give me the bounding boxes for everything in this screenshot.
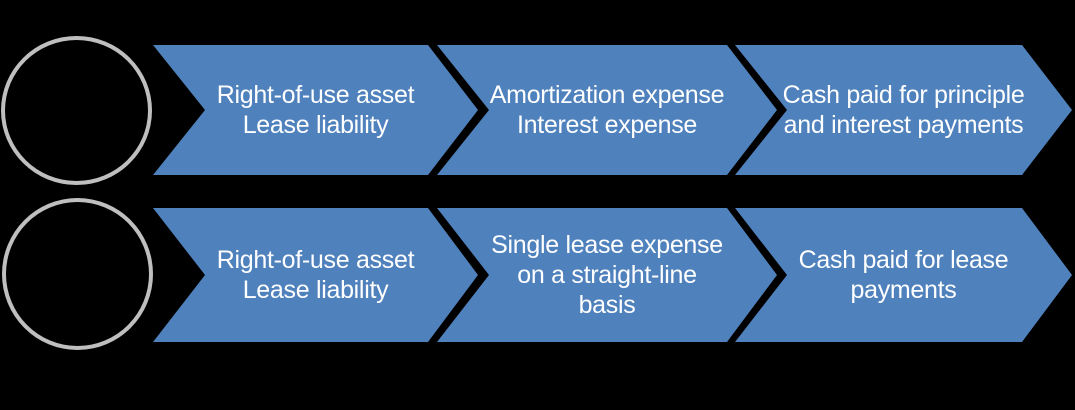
row-2-circle [2, 198, 153, 350]
step-text-line: Lease liability [242, 276, 389, 304]
step-text-line: Lease liability [242, 111, 389, 139]
chevron-row2-step1: Right-of-use asset Lease liability [153, 208, 478, 342]
step-text-line: Right-of-use asset [216, 246, 415, 274]
step-text-line: Amortization expense [489, 81, 725, 109]
step-text-line: basis [578, 291, 636, 319]
chevron-row1-step3: Cash paid for principle and interest pay… [735, 45, 1072, 175]
chevron-row2-step3: Cash paid for lease payments [735, 208, 1072, 342]
step-text-line: and interest payments [783, 111, 1024, 139]
step-text-line: Interest expense [516, 111, 698, 139]
chevron-row1-step2: Amortization expense Interest expense [437, 45, 777, 175]
step-text-line: Single lease expense [491, 231, 723, 259]
row-1-circle [1, 36, 152, 185]
step-text-line: payments [850, 276, 957, 304]
step-text-line: Right-of-use asset [216, 81, 415, 109]
step-text-line: on a straight-line [517, 261, 697, 289]
chevron-row1-step1: Right-of-use asset Lease liability [153, 45, 478, 175]
chevron-row2-step2: Single lease expense on a straight-line … [437, 208, 777, 342]
step-text-line: Cash paid for lease [798, 246, 1009, 274]
step-text-line: Cash paid for principle [782, 81, 1025, 109]
